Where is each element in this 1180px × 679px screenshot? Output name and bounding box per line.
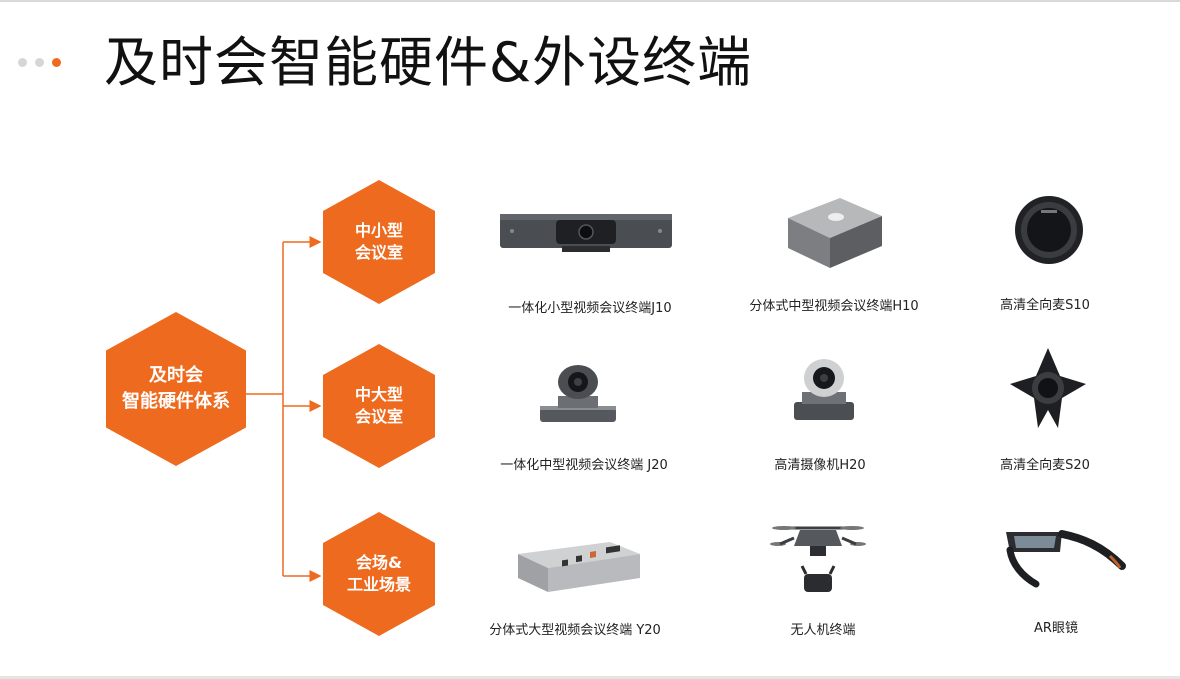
- category-line2: 会议室: [354, 407, 403, 426]
- star-speakerphone-icon: [1010, 348, 1086, 428]
- category-line1: 中小型: [354, 221, 403, 240]
- product-caption-drone: 无人机终端: [790, 623, 856, 638]
- ar-glasses-icon: [1006, 530, 1126, 588]
- category-line2: 工业场景: [346, 575, 411, 594]
- product-caption-ar-glasses: AR眼镜: [1034, 621, 1078, 636]
- product-caption-j20: 一体化中型视频会议终端 J20: [500, 458, 668, 473]
- indicator-dot: [35, 58, 44, 67]
- rack-codec-icon: [518, 542, 640, 592]
- bottom-divider: [0, 676, 1180, 679]
- product-caption-s10: 高清全向麦S10: [1000, 298, 1090, 313]
- product-caption-h20: 高清摄像机H20: [774, 458, 866, 473]
- root-node-line2: 智能硬件体系: [122, 391, 230, 412]
- top-divider: [0, 0, 1180, 2]
- product-caption-j10: 一体化小型视频会议终端J10: [508, 301, 672, 316]
- category-line1: 会场&: [356, 553, 402, 572]
- category-line2: 会议室: [354, 243, 403, 262]
- product-caption-y20: 分体式大型视频会议终端 Y20: [489, 623, 661, 638]
- category-line1: 中大型: [354, 385, 403, 404]
- round-speakerphone-icon: [1015, 196, 1083, 264]
- page-title: 及时会智能硬件&外设终端: [104, 31, 753, 94]
- ptz-camera-icon: [794, 359, 854, 420]
- product-caption-h10: 分体式中型视频会议终端H10: [749, 299, 919, 314]
- product-caption-s20: 高清全向麦S20: [1000, 458, 1090, 473]
- indicator-dot-active: [52, 58, 61, 67]
- drone-icon: [770, 526, 866, 592]
- slide-indicator: [18, 58, 61, 67]
- root-node-line1: 及时会: [149, 365, 203, 386]
- category-venue-industrial: 会场& 工业场景: [323, 512, 435, 636]
- video-bar-icon: [500, 214, 672, 252]
- ptz-camera-icon: [540, 365, 616, 422]
- codec-box-icon: [788, 198, 882, 268]
- indicator-dot: [18, 58, 27, 67]
